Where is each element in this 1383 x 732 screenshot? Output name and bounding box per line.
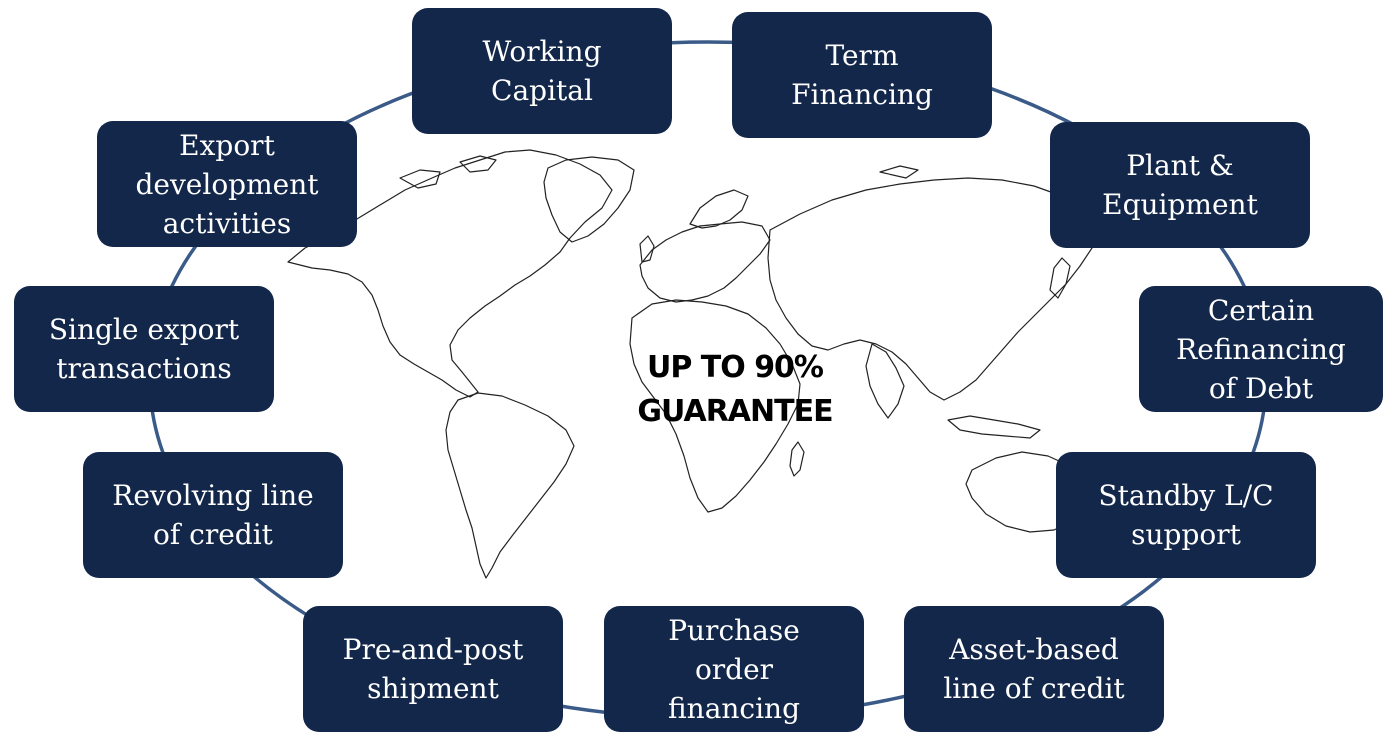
guarantee-line-1: UP TO 90%	[646, 350, 824, 385]
india-outline	[865, 343, 905, 419]
node-revolving-credit: Revolving line of credit	[83, 452, 343, 578]
indonesia-outline	[947, 415, 1041, 439]
south-america-outline	[445, 392, 575, 579]
arctic-islands-outline	[399, 155, 919, 189]
africa-outline	[629, 299, 801, 513]
guarantee-line-2: GUARANTEE	[637, 394, 833, 429]
node-pre-post-shipment: Pre-and-post shipment	[303, 606, 563, 732]
japan-outline	[1049, 257, 1071, 299]
node-export-development: Export development activities	[97, 121, 357, 247]
greenland-outline	[543, 156, 635, 243]
guarantee-headline: UP TO 90% GUARANTEE	[580, 346, 890, 434]
scandinavia-outline	[689, 189, 749, 229]
uk-outline	[639, 235, 655, 263]
node-refinancing-debt: Certain Refinancing of Debt	[1139, 286, 1383, 412]
europe-outline	[639, 221, 771, 303]
node-purchase-order-financing: Purchase order financing	[604, 606, 864, 732]
asia-outline	[767, 177, 1099, 401]
node-plant-equipment: Plant & Equipment	[1050, 122, 1310, 248]
north-america-outline	[287, 149, 613, 398]
madagascar-outline	[789, 441, 805, 477]
node-standby-lc: Standby L/C support	[1056, 452, 1316, 578]
node-working-capital: Working Capital	[412, 8, 672, 134]
node-asset-based-credit: Asset-based line of credit	[904, 606, 1164, 732]
node-single-export-transactions: Single export transactions	[14, 286, 274, 412]
node-term-financing: Term Financing	[732, 12, 992, 138]
